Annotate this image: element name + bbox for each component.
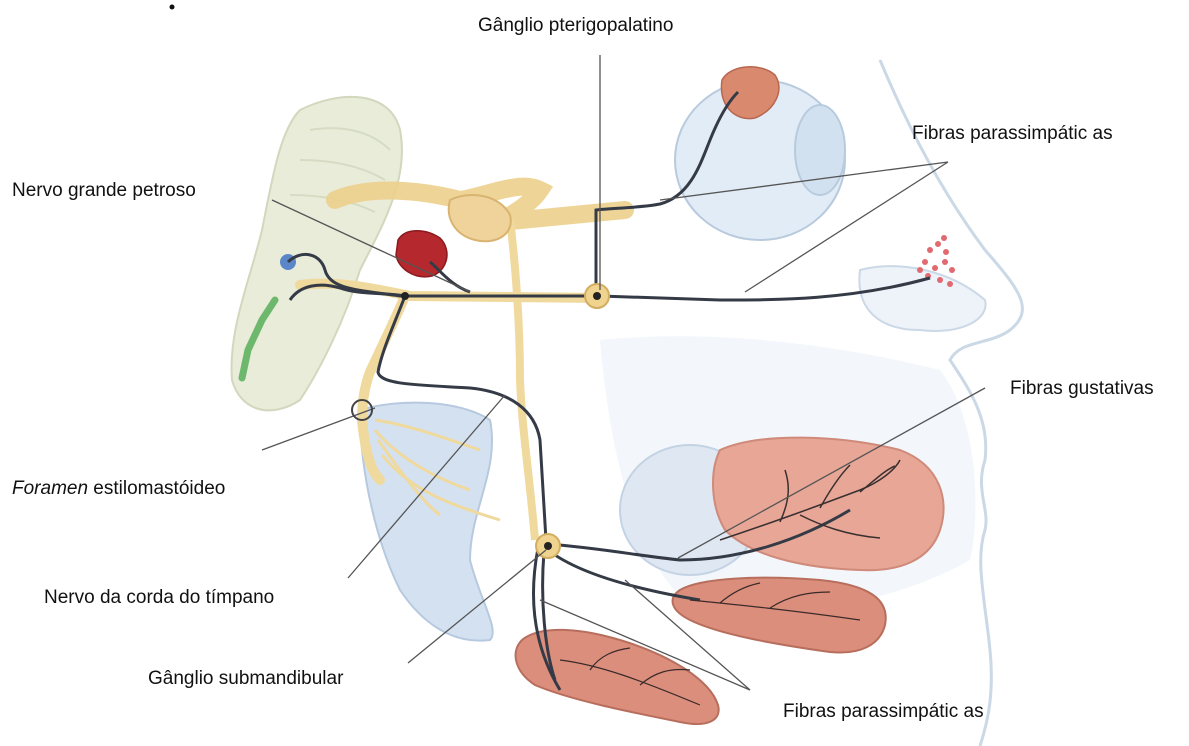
top-dot <box>170 5 175 10</box>
sublingual-gland <box>673 578 886 653</box>
nose-shading <box>859 266 985 331</box>
label-parasympathetic-fibers-upper: Fibras parassimpátic as <box>912 124 1113 143</box>
pterygopalatine-ganglion-core <box>593 292 601 300</box>
label-greater-petrosal-nerve: Nervo grande petroso <box>12 181 196 200</box>
geniculate-point <box>401 292 409 300</box>
label-stylomastoid-foramen: Foramen estilomastóideo <box>12 479 225 498</box>
label-stylomastoid-foramen-rest: estilomastóideo <box>88 478 225 499</box>
label-stylomastoid-foramen-italic: Foramen <box>12 478 88 499</box>
submandibular-ganglion-core <box>544 542 552 550</box>
label-taste-fibers: Fibras gustativas <box>1010 379 1154 398</box>
trigeminal-ganglion <box>449 195 511 241</box>
label-chorda-tympani-nerve: Nervo da corda do tímpano <box>44 588 274 607</box>
label-parasympathetic-fibers-lower: Fibras parassimpátic as <box>783 702 984 721</box>
parotid-gland <box>360 403 493 641</box>
label-pterygopalatine-ganglion: Gânglio pterigopalatino <box>478 16 673 35</box>
yellow-vertical-nerve <box>510 220 535 540</box>
label-submandibular-ganglion: Gânglio submandibular <box>148 669 343 688</box>
